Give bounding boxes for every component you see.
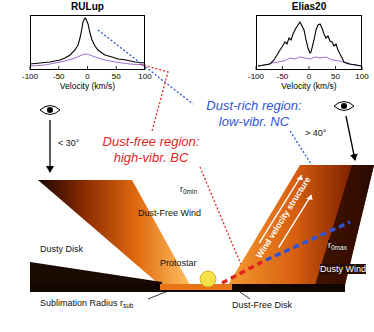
- part-label: Dusty Wind: [320, 264, 366, 274]
- tick-label: 50: [112, 72, 121, 81]
- angle-label: > 40°: [305, 128, 326, 138]
- observer-eyes: [40, 102, 355, 173]
- region-label: Dust-free region: high-vibr. BC: [92, 134, 210, 165]
- plot-frame: RULupVelocity (km/s): [30, 15, 145, 70]
- tick-label: 50: [331, 72, 340, 81]
- subscript: sub: [123, 302, 133, 309]
- part-label: Protostar: [160, 258, 197, 268]
- tick-label: 0: [307, 72, 311, 81]
- radius-symbol: r: [180, 184, 183, 194]
- subscript: 0min: [183, 188, 197, 195]
- axis-label: Velocity (km/s): [281, 82, 336, 92]
- tick-label: -50: [277, 72, 289, 81]
- axis-label: Velocity (km/s): [60, 82, 115, 92]
- tick-label: 0: [85, 72, 89, 81]
- tick-label: -50: [53, 72, 65, 81]
- elias20-spectrum: [256, 22, 362, 70]
- part-label: Sublimation Radius r: [40, 298, 123, 308]
- subscript: 0max: [331, 244, 347, 251]
- part-label: Dust-Free Disk: [232, 300, 292, 310]
- plot-title: RULup: [71, 1, 104, 13]
- plot-title: Elias20: [292, 1, 326, 13]
- disk-wind-sketch: [30, 165, 374, 299]
- ru-lup-spectrum: [30, 18, 145, 70]
- angle-label: < 30°: [58, 138, 79, 148]
- tick-label: 100: [138, 72, 151, 81]
- tick-label: -100: [22, 72, 38, 81]
- tick-label: 100: [355, 72, 368, 81]
- part-label: Dusty Disk: [40, 244, 83, 254]
- region-label: Dust-rich region: low-vibr. NC: [195, 98, 313, 129]
- part-label: Dust-Free Wind: [138, 208, 201, 218]
- tick-label: -100: [248, 72, 264, 81]
- plot-frame: Elias20Velocity (km/s): [256, 15, 362, 70]
